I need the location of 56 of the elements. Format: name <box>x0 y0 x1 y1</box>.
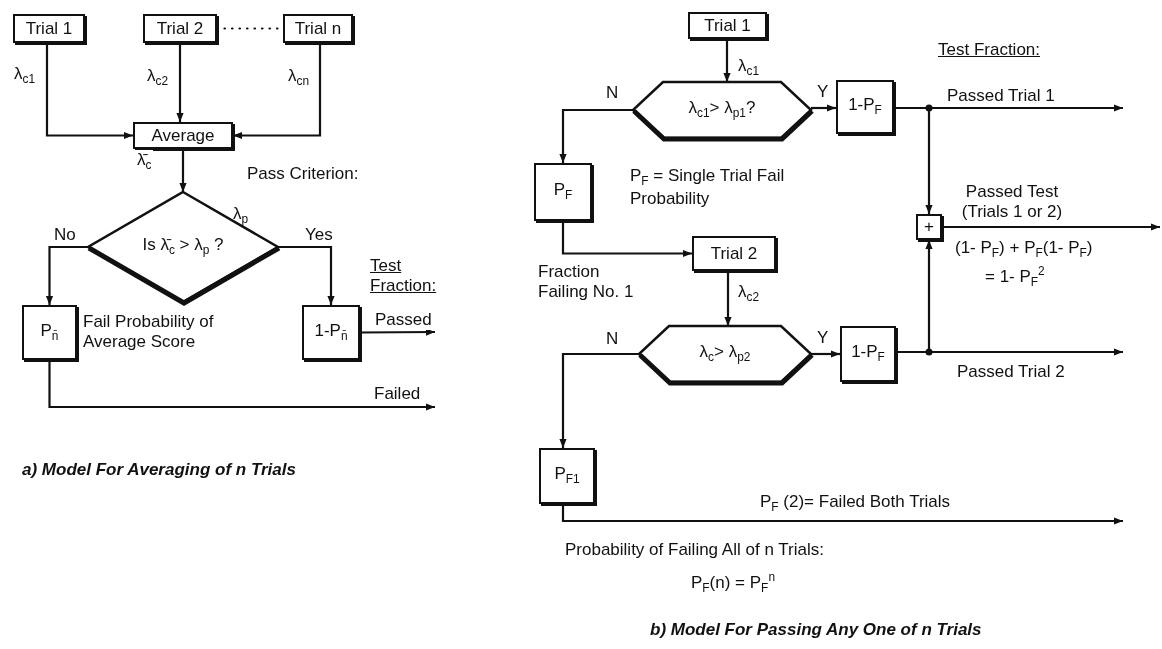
note-text: Probability of Failing All of n Trials: <box>565 540 824 561</box>
node-text: P$_{F}$ <box>553 180 573 204</box>
process-box <box>22 305 77 360</box>
process-box <box>840 326 896 382</box>
node-text: + <box>924 217 934 237</box>
arrow <box>942 223 1160 231</box>
node-text: Trial 1 <box>704 15 751 36</box>
note-text: Fraction Failing No. 1 <box>538 262 635 303</box>
node-text: 1-P$_{F}$ <box>851 342 885 366</box>
process-box <box>692 236 776 271</box>
arrow <box>45 245 88 305</box>
process-box <box>133 122 233 149</box>
process-box <box>534 163 592 221</box>
node-text: P$_{F1}$ <box>554 464 580 488</box>
arrow <box>45 43 133 140</box>
caption: b) Model For Passing Any One of n Trials <box>650 620 982 641</box>
process-box <box>539 448 595 504</box>
arrow <box>811 104 836 112</box>
process-box <box>143 14 217 43</box>
process-box <box>916 214 942 240</box>
arrow <box>233 43 322 140</box>
heading: Test Fraction: <box>370 256 438 297</box>
node-text: 1-P$_{F}$ <box>848 95 882 119</box>
node-text: 1-P$_{n̄}$ <box>314 320 348 345</box>
node-text: Trial 1 <box>25 18 73 39</box>
arrow <box>894 106 933 214</box>
process-box <box>688 12 767 39</box>
arrow <box>896 240 933 354</box>
arrow <box>278 245 335 305</box>
arrow <box>360 328 435 336</box>
arrow <box>179 149 187 192</box>
node-text: Trial 2 <box>156 18 204 39</box>
arrow <box>724 271 732 326</box>
process-box <box>302 305 360 360</box>
process-box <box>13 14 85 43</box>
note-text: Pass Criterion: <box>247 164 359 185</box>
node-text: Trial 2 <box>710 243 758 264</box>
node-text: P$_{n̄}$ <box>40 320 59 345</box>
arrow <box>176 43 184 122</box>
node-text: Average <box>151 125 215 146</box>
note-text: P$_{F}$ = Single Trial Fail Probability <box>630 166 786 210</box>
arrow <box>559 352 639 448</box>
arrow <box>723 39 731 82</box>
node-text: Trial n <box>294 18 342 39</box>
heading: Test Fraction: <box>938 40 1041 61</box>
arrow <box>561 504 1123 525</box>
note-text: (1- P$_{F}$) + P$_{F}$(1- P$_{F}$) <box>955 238 1093 261</box>
caption: a) Model For Averaging of n Trials <box>22 460 296 481</box>
arrow <box>811 350 840 358</box>
process-box <box>283 14 353 43</box>
annotation-text: Fail Probability of Average Score <box>83 312 215 353</box>
arrow <box>561 221 692 258</box>
arrow <box>559 108 633 163</box>
arrow <box>48 360 435 411</box>
process-box <box>836 80 894 134</box>
edge-label: Passed <box>373 310 434 331</box>
